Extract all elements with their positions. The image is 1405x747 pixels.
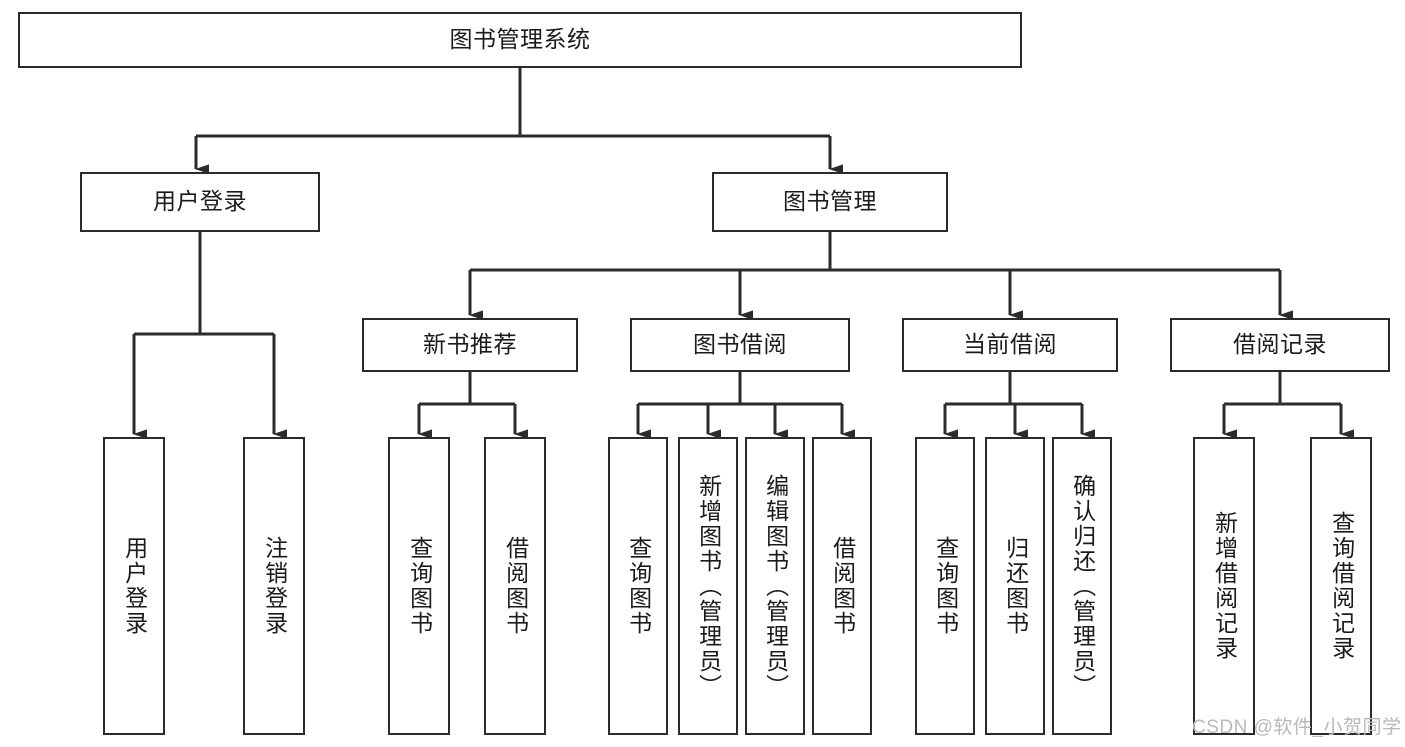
node-label: 确认归还（管理员） <box>1069 473 1096 699</box>
node-label: 用户登录 <box>121 536 148 636</box>
node-book-borrow[interactable]: 图书借阅 <box>630 318 850 372</box>
node-leaf-user-logout[interactable]: 注销登录 <box>243 437 305 735</box>
node-user-login[interactable]: 用户登录 <box>80 172 320 232</box>
node-label: 编辑图书（管理员） <box>762 473 789 699</box>
node-new-book-recommend[interactable]: 新书推荐 <box>362 318 578 372</box>
node-label: 归还图书 <box>1002 536 1029 636</box>
node-label: 图书管理系统 <box>449 26 591 53</box>
node-leaf-add-book[interactable]: 新增图书（管理员） <box>678 437 738 735</box>
node-label: 查询图书 <box>932 536 959 636</box>
node-borrow-record[interactable]: 借阅记录 <box>1170 318 1390 372</box>
node-label: 借阅记录 <box>1233 331 1327 358</box>
node-label: 新增借阅记录 <box>1211 511 1238 661</box>
node-leaf-add-borrow-record[interactable]: 新增借阅记录 <box>1193 437 1255 735</box>
node-root-system[interactable]: 图书管理系统 <box>18 12 1022 68</box>
node-leaf-borrow-book[interactable]: 借阅图书 <box>812 437 872 735</box>
node-leaf-user-login[interactable]: 用户登录 <box>103 437 165 735</box>
node-leaf-query-borrow-record[interactable]: 查询借阅记录 <box>1310 437 1372 735</box>
node-label: 借阅图书 <box>502 536 529 636</box>
node-leaf-edit-book[interactable]: 编辑图书（管理员） <box>745 437 805 735</box>
node-leaf-query-book-current[interactable]: 查询图书 <box>915 437 975 735</box>
node-label: 查询图书 <box>406 536 433 636</box>
node-leaf-confirm-return[interactable]: 确认归还（管理员） <box>1052 437 1112 735</box>
node-label: 查询借阅记录 <box>1328 511 1355 661</box>
node-leaf-query-book-recommend[interactable]: 查询图书 <box>388 437 450 735</box>
csdn-watermark: CSDN @软件_小贺同学 <box>1192 717 1402 738</box>
node-label: 查询图书 <box>625 536 652 636</box>
node-label: 新书推荐 <box>423 331 517 358</box>
node-label: 图书管理 <box>783 188 877 215</box>
node-leaf-query-book-borrow[interactable]: 查询图书 <box>608 437 668 735</box>
node-current-borrow[interactable]: 当前借阅 <box>902 318 1118 372</box>
node-label: 注销登录 <box>261 536 288 636</box>
node-leaf-borrow-book-recommend[interactable]: 借阅图书 <box>484 437 546 735</box>
node-label: 当前借阅 <box>963 331 1057 358</box>
node-label: 新增图书（管理员） <box>695 473 722 699</box>
node-label: 用户登录 <box>153 188 247 215</box>
node-leaf-return-book[interactable]: 归还图书 <box>985 437 1045 735</box>
node-book-manage[interactable]: 图书管理 <box>712 172 948 232</box>
node-label: 借阅图书 <box>829 536 856 636</box>
node-label: 图书借阅 <box>693 331 787 358</box>
